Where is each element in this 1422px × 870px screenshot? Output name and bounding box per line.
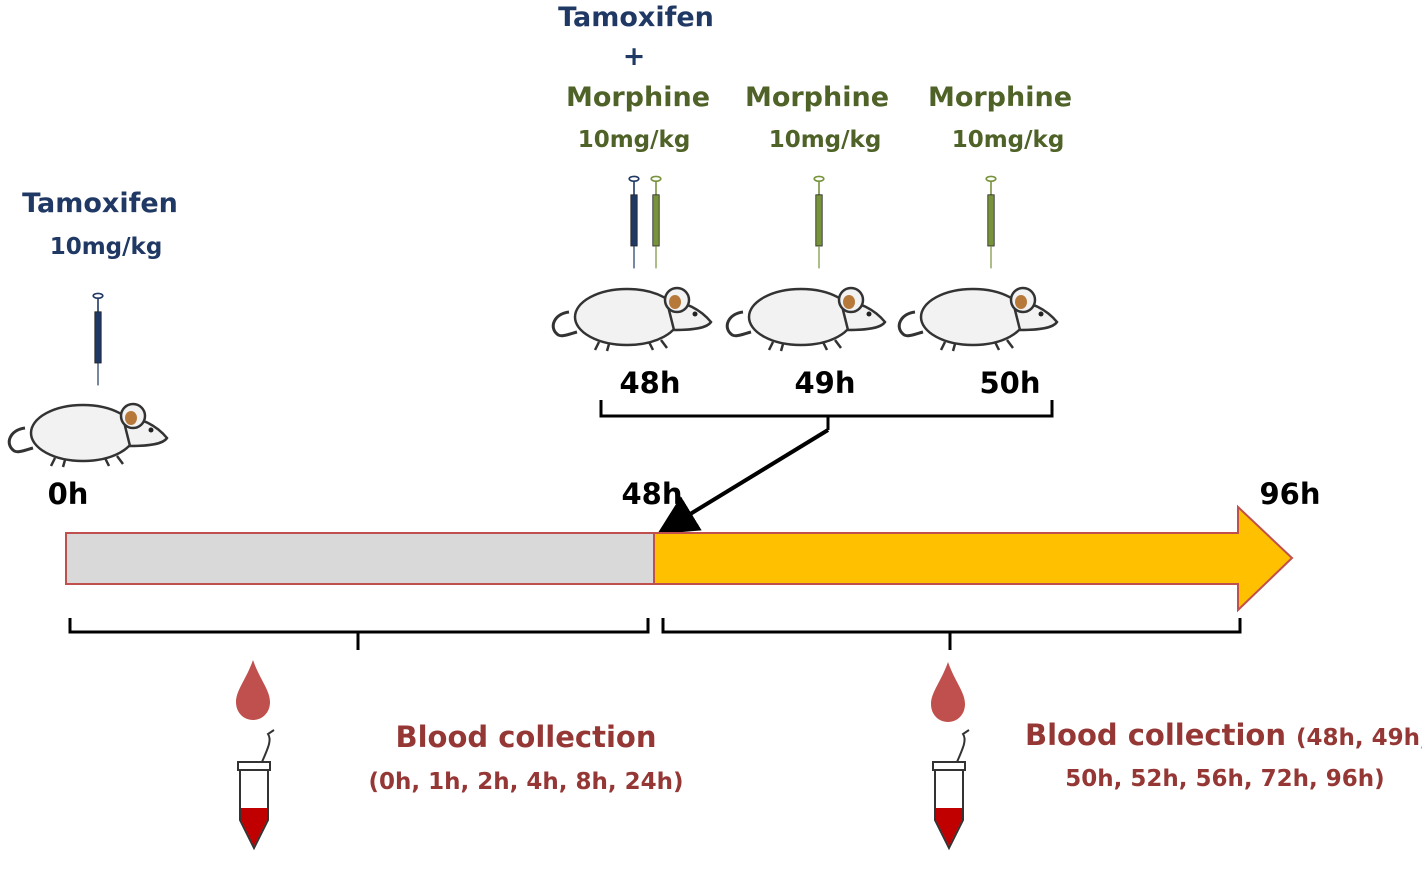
blood-collection-1-times: (0h, 1h, 2h, 4h, 8h, 24h)	[368, 769, 683, 795]
timeline-end-label: 96h	[1259, 477, 1320, 511]
collection-bracket-1	[68, 618, 650, 650]
blood-collection-2-times-line2: 50h, 52h, 56h, 72h, 96h)	[1065, 766, 1384, 792]
timeline-phase-1-bar	[65, 532, 655, 585]
timeline-start-label: 0h	[48, 477, 89, 511]
syringe-icon-tamoxifen	[628, 175, 640, 270]
syringe-icon-morphine-3	[985, 175, 997, 270]
collection-bracket-2	[661, 618, 1242, 650]
syringe-icon-morphine-1	[650, 175, 662, 270]
timeline-phase-2-arrow	[653, 504, 1294, 613]
combo-drug-top-label: Tamoxifen	[558, 2, 714, 33]
timeline-mid-label: 48h	[621, 477, 682, 511]
blood-collection-2-times-line1: (48h, 49h,	[1296, 725, 1422, 751]
blood-drop-icon-2	[931, 662, 965, 722]
mouse-icon	[7, 402, 169, 468]
combo-plus-label: +	[623, 41, 646, 72]
dose-2-time-label: 49h	[794, 366, 855, 400]
blood-collection-2-title: Blood collection (48h, 49h,	[1025, 718, 1422, 752]
blood-drop-icon	[236, 660, 270, 720]
sample-tube-icon-2	[932, 729, 970, 851]
first-dose-drug-label: Tamoxifen	[22, 188, 178, 219]
zoom-arrow	[657, 428, 830, 535]
blood-collection-2-title-text: Blood collection	[1025, 718, 1286, 752]
mouse-icon-50h	[897, 286, 1059, 352]
dose-3-drug-label: Morphine	[928, 82, 1072, 113]
mouse-icon-49h	[725, 286, 887, 352]
dose-3-time-label: 50h	[979, 366, 1040, 400]
dose-bracket	[599, 400, 1054, 430]
sample-tube-icon	[237, 729, 275, 851]
syringe-icon	[92, 292, 104, 387]
blood-collection-1-title: Blood collection	[396, 720, 657, 754]
dose-2-amount-label: 10mg/kg	[769, 127, 882, 153]
dose-1-time-label: 48h	[619, 366, 680, 400]
mouse-icon-48h	[551, 286, 713, 352]
dose-1-drug-label: Morphine	[566, 82, 710, 113]
dose-2-drug-label: Morphine	[745, 82, 889, 113]
dose-3-amount-label: 10mg/kg	[952, 127, 1065, 153]
dose-1-amount-label: 10mg/kg	[578, 127, 691, 153]
syringe-icon-morphine-2	[813, 175, 825, 270]
first-dose-amount-label: 10mg/kg	[50, 234, 163, 260]
